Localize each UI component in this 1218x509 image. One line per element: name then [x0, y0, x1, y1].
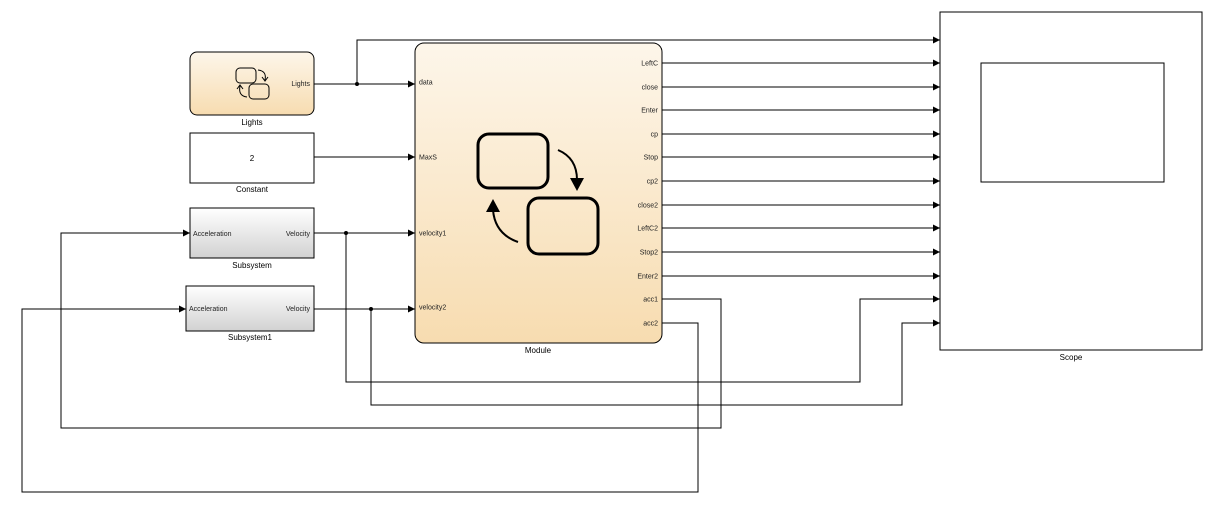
module-output-port-Enter: Enter [641, 108, 658, 115]
module-input-port-velocity1: velocity1 [419, 231, 446, 238]
scope-block[interactable]: Scope [939, 11, 1203, 362]
module-output-port-Enter2: Enter2 [637, 274, 658, 281]
signal-arrowhead [183, 229, 190, 237]
signal-arrowhead [933, 36, 940, 44]
stateflow-chart-icon [476, 132, 600, 256]
module-output-port-cp2: cp2 [647, 179, 658, 186]
constant-value: 2 [250, 154, 255, 163]
signal-arrowhead [933, 106, 940, 114]
signal-arrowhead [933, 224, 940, 232]
signal-arrowhead [933, 248, 940, 256]
subsystem-block[interactable]: Acceleration Velocity Subsystem [189, 207, 315, 270]
module-block-name: Module [525, 346, 552, 355]
module-output-port-Stop: Stop [644, 155, 659, 162]
wire-subsystem1-to-scope [370, 309, 940, 406]
module-output-port-LeftC2: LeftC2 [637, 226, 658, 233]
module-output-port-close: close [642, 85, 658, 92]
branch-point [355, 82, 359, 86]
signal-arrowhead [933, 295, 940, 303]
signal-arrowhead [933, 59, 940, 67]
module-output-port-acc2: acc2 [643, 321, 658, 328]
branch-point [369, 307, 373, 311]
signal-arrowhead [933, 201, 940, 209]
subsystem1-output-port-label: Velocity [286, 306, 311, 313]
lights-block-name: Lights [241, 118, 262, 127]
signal-arrowhead [408, 80, 415, 88]
scope-screen [980, 62, 1165, 183]
scope-block-name: Scope [1060, 353, 1083, 362]
module-output-port-Stop2: Stop2 [640, 250, 658, 257]
branch-point [344, 231, 348, 235]
signal-arrowhead [408, 229, 415, 237]
module-output-port-LeftC: LeftC [641, 61, 658, 68]
module-input-port-data: data [419, 80, 433, 87]
module-input-port-MaxS: MaxS [419, 155, 437, 162]
subsystem-block-name: Subsystem [232, 261, 272, 270]
signal-arrowhead [933, 83, 940, 91]
signal-arrowhead [933, 153, 940, 161]
constant-block-name: Constant [236, 185, 269, 194]
signal-arrowhead [933, 130, 940, 138]
lights-output-port-label: Lights [291, 81, 310, 88]
subsystem-input-port-label: Acceleration [193, 231, 232, 238]
stateflow-chart-icon [235, 67, 270, 100]
constant-block[interactable]: 2 Constant [189, 132, 315, 194]
signal-arrowhead [933, 177, 940, 185]
wire-lights-to-scope [356, 39, 940, 84]
lights-block[interactable]: Lights Lights [189, 51, 315, 127]
wire-subsystem-to-scope [345, 233, 940, 383]
subsystem1-block[interactable]: Acceleration Velocity Subsystem1 [185, 285, 315, 342]
subsystem-output-port-label: Velocity [286, 231, 311, 238]
module-output-port-cp: cp [651, 132, 659, 139]
signal-arrowhead [179, 305, 186, 313]
signal-arrowhead [408, 153, 415, 161]
wire-acc1-feedback [60, 232, 722, 429]
subsystem1-block-name: Subsystem1 [228, 333, 273, 342]
signal-lines [21, 36, 940, 493]
module-output-port-acc1: acc1 [643, 297, 658, 304]
subsystem1-input-port-label: Acceleration [189, 306, 228, 313]
wire-acc2-feedback [21, 308, 699, 493]
module-output-port-close2: close2 [638, 203, 658, 210]
module-input-port-velocity2: velocity2 [419, 305, 446, 312]
signal-arrowhead [408, 305, 415, 313]
signal-arrowhead [933, 319, 940, 327]
signal-arrowhead [933, 272, 940, 280]
